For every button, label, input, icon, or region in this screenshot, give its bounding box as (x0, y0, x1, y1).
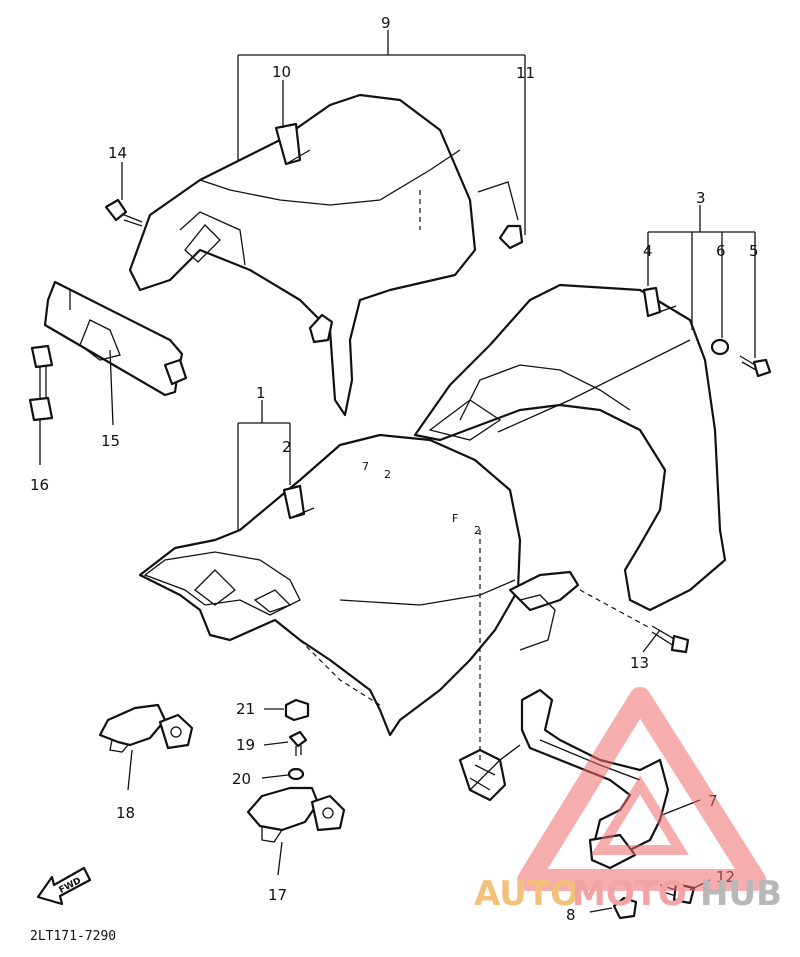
callout-11: 11 (516, 64, 535, 82)
callout-14: 14 (108, 144, 127, 162)
seat-cowl-part (413, 283, 727, 612)
screw-19-part (288, 730, 308, 756)
callout-15: 15 (101, 432, 120, 450)
bolt-14-part (104, 198, 143, 227)
strap-part (28, 344, 54, 422)
watermark-text-hub: HUB (700, 874, 782, 914)
front-seat-part: 7 2 F 2 (138, 433, 522, 737)
callout-4: 4 (643, 242, 653, 260)
rear-seat-part (128, 93, 524, 417)
callout-13: 13 (630, 654, 649, 672)
callout-18: 18 (116, 804, 135, 822)
watermark: AUTO MOTO HUB (474, 687, 782, 914)
svg-text:2: 2 (474, 524, 481, 537)
nut-8-part (612, 896, 638, 920)
warning-triangle-icon (517, 687, 766, 891)
callout-2: 2 (282, 438, 292, 456)
svg-text:2: 2 (384, 468, 391, 481)
callout-21: 21 (236, 700, 255, 718)
hinge-17-part (246, 786, 346, 843)
watermark-text-moto: MOTO (572, 874, 687, 914)
svg-text:7: 7 (362, 460, 369, 473)
grommet-20-part (287, 767, 305, 781)
callout-8: 8 (566, 906, 576, 924)
callout-3: 3 (696, 189, 706, 207)
callout-1: 1 (256, 384, 266, 402)
svg-text:F: F (452, 512, 458, 525)
bolt-13-part (651, 625, 690, 654)
bolt-5-part (739, 355, 772, 378)
callout-20: 20 (232, 770, 251, 788)
cap-21-part (284, 698, 310, 722)
fwd-arrow-icon (36, 866, 92, 906)
washer-6-part (710, 338, 730, 356)
leader-lines (39, 30, 756, 913)
hinge-18-part (98, 703, 194, 753)
bracket-part (43, 280, 188, 397)
callout-17: 17 (268, 886, 287, 904)
callout-6: 6 (716, 242, 726, 260)
callout-10: 10 (272, 63, 291, 81)
watermark-text-auto: AUTO (474, 874, 579, 914)
drawing-code: 2LT171-7290 (30, 929, 116, 944)
callout-19: 19 (236, 736, 255, 754)
callout-5: 5 (749, 242, 759, 260)
callout-9: 9 (381, 14, 391, 32)
callout-16: 16 (30, 476, 49, 494)
